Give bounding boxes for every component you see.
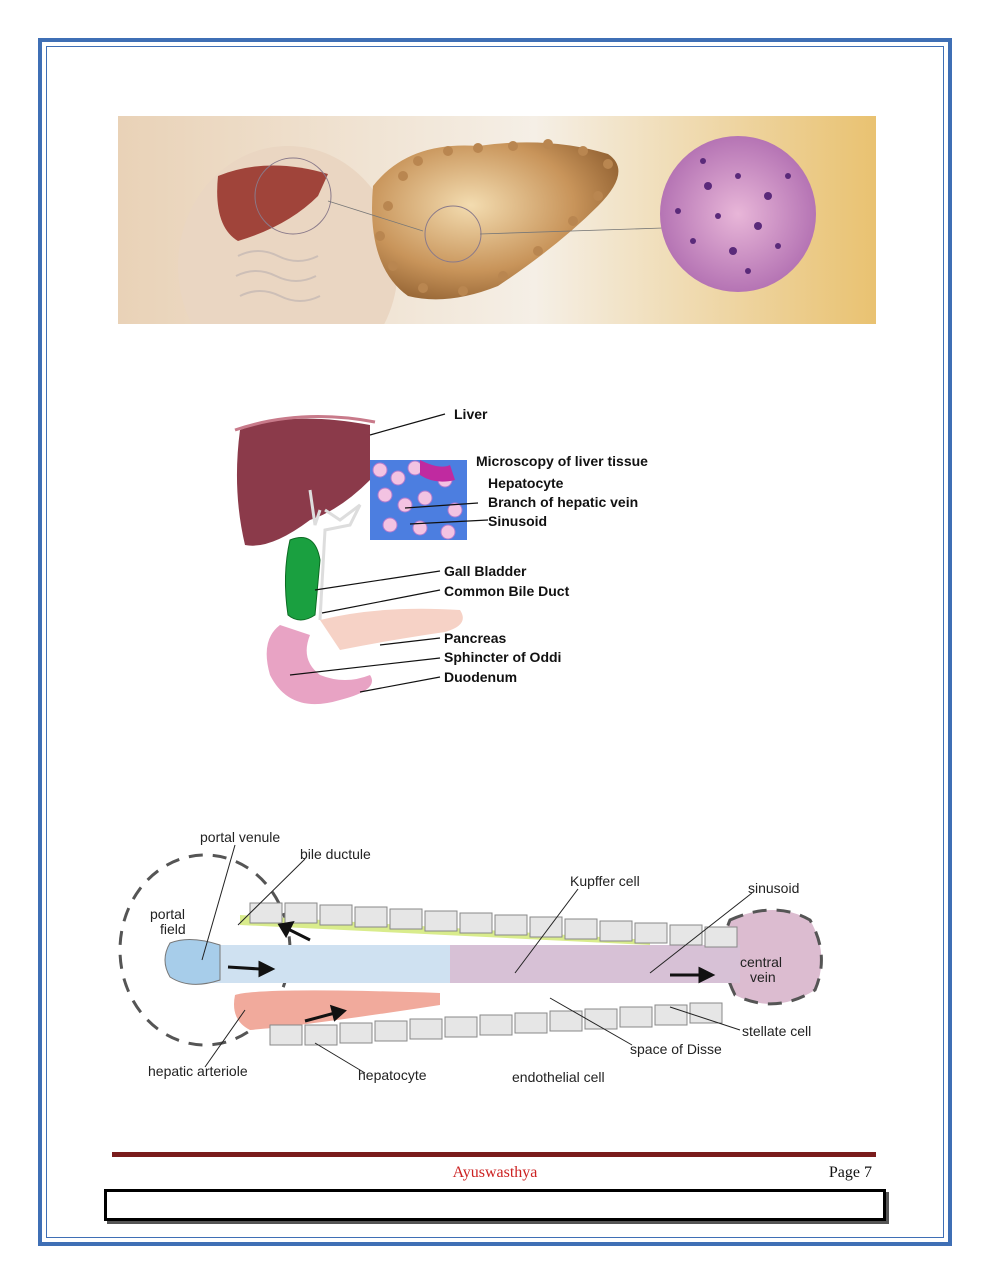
label-bile-ductule: bile ductule — [300, 846, 371, 862]
liver-banner-illustration — [118, 116, 876, 324]
label-kupffer: Kupffer cell — [570, 873, 640, 889]
liver-anatomy-diagram: Liver Microscopy of liver tissue Hepatoc… — [234, 406, 648, 705]
label-sphincter: Sphincter of Oddi — [444, 649, 561, 665]
label-hepatic-arteriole: hepatic arteriole — [148, 1063, 248, 1079]
liver-shape — [236, 418, 370, 546]
label-pancreas: Pancreas — [444, 630, 506, 646]
label-portal-venule: portal venule — [200, 829, 280, 845]
flow-arrows — [227, 921, 716, 1023]
page-border-inner — [46, 46, 944, 1238]
label-sinusoid: sinusoid — [748, 880, 799, 896]
liver-lobule-diagram: portal venule bile ductule portal field … — [118, 829, 823, 1085]
page-border-outer — [38, 38, 952, 1246]
central-vein-shape — [722, 908, 823, 1006]
label-stellate: stellate cell — [742, 1023, 811, 1039]
label-central-vein-2: vein — [750, 969, 776, 985]
label-central-vein-1: central — [740, 954, 782, 970]
label-hepatic-vein: Branch of hepatic vein — [488, 494, 638, 510]
microscopy-inset — [370, 460, 467, 540]
label-sinusoid: Sinusoid — [488, 513, 547, 529]
pancreas-shape — [320, 608, 463, 650]
label-endothelial: endothelial cell — [512, 1069, 605, 1085]
footer-title: Ayuswasthya — [452, 1164, 538, 1181]
label-portal-field-1: portal — [150, 906, 185, 922]
duodenum-shape — [266, 625, 372, 705]
small-liver — [217, 165, 328, 241]
microscopy-circle — [660, 136, 816, 292]
label-liver: Liver — [454, 406, 488, 422]
label-common-bile-duct: Common Bile Duct — [444, 583, 570, 599]
label-microscopy: Microscopy of liver tissue — [476, 453, 648, 469]
label-space-of-disse: space of Disse — [630, 1041, 722, 1057]
label-hepatocyte: Hepatocyte — [488, 475, 564, 491]
label-gall-bladder: Gall Bladder — [444, 563, 527, 579]
gallbladder-shape — [284, 537, 321, 621]
footer-rule — [112, 1152, 876, 1157]
label-duodenum: Duodenum — [444, 669, 517, 685]
portal-venule-shape — [164, 939, 221, 985]
label-portal-field-2: field — [160, 921, 186, 937]
page-number: Page 7 — [828, 1164, 872, 1181]
label-hepatocyte: hepatocyte — [358, 1067, 427, 1083]
footer-box — [104, 1189, 886, 1221]
large-liver — [372, 142, 619, 300]
bile-tree — [308, 489, 362, 621]
